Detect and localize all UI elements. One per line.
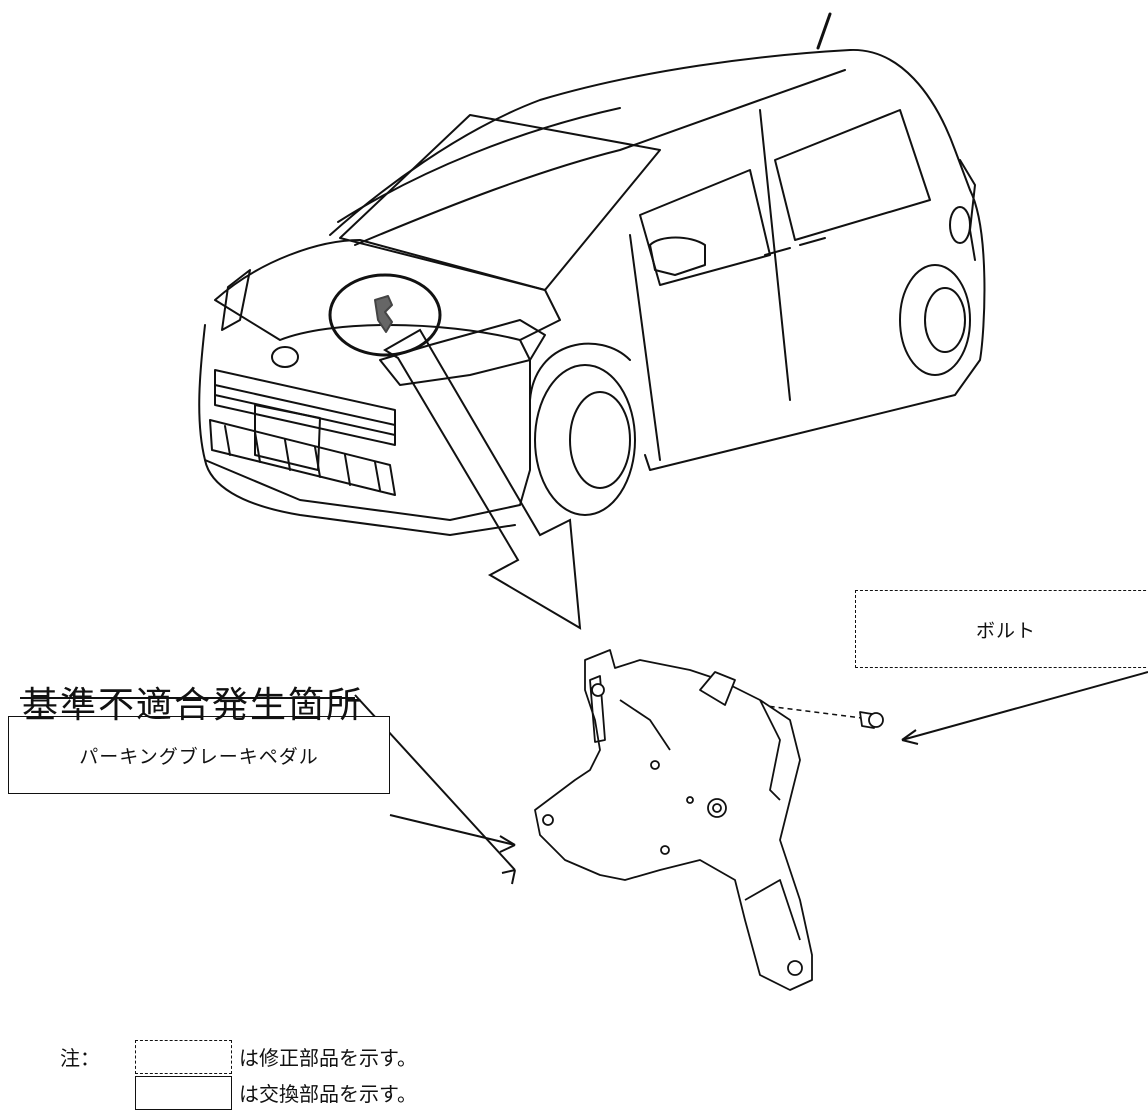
pointer-arrow xyxy=(383,328,582,630)
parking-brake-pedal-callout: パーキングブレーキペダル xyxy=(8,716,390,794)
legend-note-prefix: 注： xyxy=(60,1046,100,1070)
parking-brake-pedal-label: パーキングブレーキペダル xyxy=(79,745,319,768)
legend-solid-box xyxy=(135,1076,232,1110)
nonconformity-location-title: 基準不適合発生箇所 xyxy=(22,685,365,726)
bolt-label: ボルト xyxy=(975,619,1036,642)
bolt-callout: ボルト xyxy=(855,590,1148,668)
legend-solid-text: は交換部品を示す。 xyxy=(239,1082,417,1106)
legend-dashed-text: は修正部品を示す。 xyxy=(239,1046,417,1070)
legend-dashed-box xyxy=(135,1040,232,1074)
highlight-circle xyxy=(328,273,442,357)
